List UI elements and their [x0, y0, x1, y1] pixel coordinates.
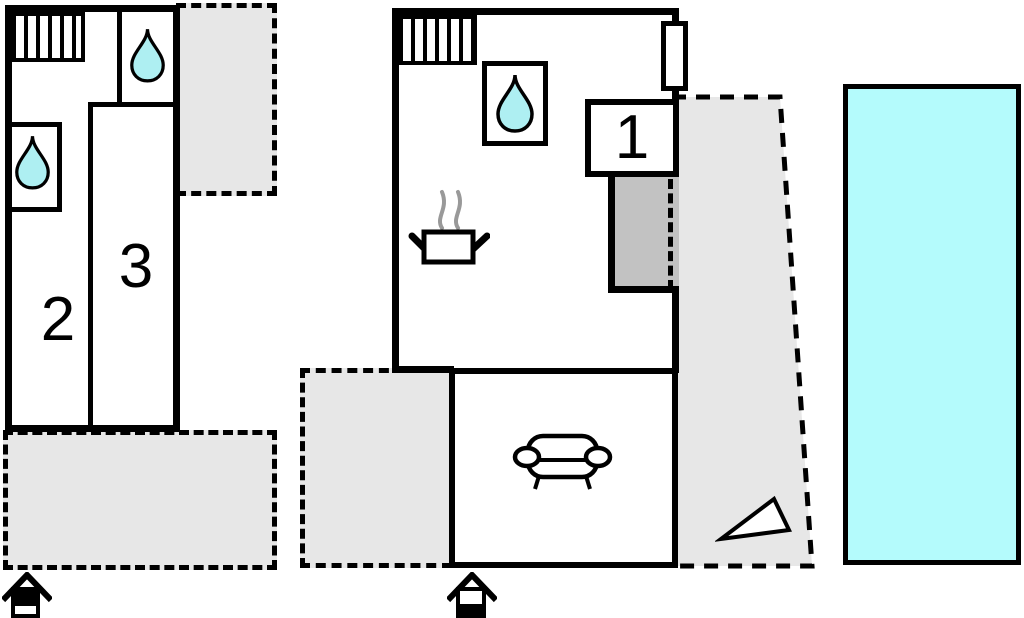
wall-top-right-room: [117, 8, 122, 107]
water-drop-icon: [496, 74, 534, 133]
wall-kitchen-bottom: [392, 366, 454, 373]
door-icon: [661, 21, 688, 91]
entrance-icon: [2, 572, 52, 618]
wall-bathroom-top: [10, 122, 62, 127]
wall-bathroom-right: [57, 122, 62, 212]
room-1-label: 1: [614, 103, 650, 172]
entrance-icon: [447, 572, 497, 618]
room-3-label: 3: [118, 232, 154, 301]
swimming-pool: [843, 84, 1021, 565]
slope-triangle-icon: [715, 495, 793, 542]
stove-icon: [408, 190, 490, 265]
wall-bathroom-bottom: [10, 207, 62, 212]
room-1-box: 1: [585, 99, 679, 177]
terrace-upper-left: [176, 3, 277, 196]
wall-under-top-rooms: [88, 102, 175, 107]
wall-room2-room3-divider: [88, 102, 93, 428]
stairs-icon: [399, 15, 477, 65]
terrace-lower-left: [3, 430, 277, 570]
room-2-label: 2: [40, 285, 76, 354]
stairs-icon: [12, 12, 85, 62]
utility-area: [608, 177, 679, 293]
water-drop-icon: [130, 28, 165, 83]
sofa-icon: [512, 433, 613, 490]
water-drop-icon: [15, 135, 50, 190]
terrace-middle: [300, 368, 452, 568]
utility-area-dashed-edge: [668, 179, 673, 290]
